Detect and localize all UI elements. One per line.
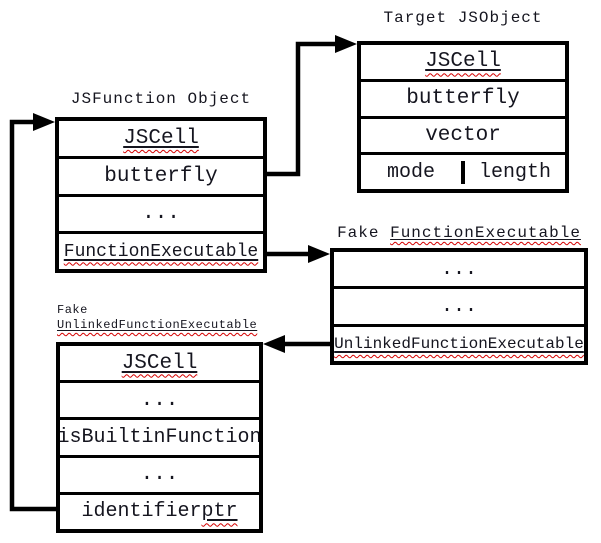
jscell-link: JSCell: [123, 126, 199, 150]
jscell-link: JSCell: [121, 351, 198, 375]
ptr-link: ptr: [201, 500, 238, 524]
jsfunction-row-ellipsis: ...: [59, 193, 263, 232]
fake-ufe-row-is-builtin-function: isBuiltinFunction: [60, 417, 259, 454]
target-cell-length: length: [461, 160, 565, 184]
target-jsobject-title: Target JSObject: [383, 9, 543, 27]
jsfunction-row-function-executable: FunctionExecutable: [59, 231, 263, 269]
arrowhead-into-fake-functionexecutable: [308, 245, 330, 263]
jsfunction-object-box: JSCell butterfly ... FunctionExecutable: [55, 117, 267, 273]
function-executable-link: FunctionExecutable: [63, 241, 259, 262]
fake-ufe-row-jscell: JSCell: [60, 346, 259, 380]
fake-unlinked-title-line2: UnlinkedFunctionExecutable: [57, 318, 263, 333]
target-row-vector: vector: [361, 115, 565, 153]
fake-unlinked-title-squiggle: UnlinkedFunctionExecutable: [57, 318, 257, 332]
fake-fe-row-ellipsis-2: ...: [334, 286, 584, 323]
fake-function-executable-title-link: FunctionExecutable: [390, 224, 581, 242]
fake-ufe-row-ellipsis-1: ...: [60, 380, 259, 417]
arrow-line-identifier-ptr-to-jsfunction: [9, 119, 60, 512]
fake-unlinked-title-link: UnlinkedFunctionExecutable: [57, 318, 258, 332]
arrowhead-into-fake-unlinked: [263, 335, 285, 353]
target-row-mode-length: mode length: [361, 152, 565, 189]
jscell-squiggle: JSCell: [122, 352, 198, 375]
jscell-squiggle: JSCell: [425, 50, 501, 73]
fake-function-executable-title-squiggle: FunctionExecutable: [390, 224, 581, 242]
arrowhead-into-jsfunction: [33, 113, 55, 131]
identifier-label: identifier: [81, 500, 202, 524]
fake-function-executable-title-prefix: Fake: [337, 224, 391, 242]
fake-function-executable-title: Fake FunctionExecutable: [330, 224, 588, 242]
arrowhead-into-target-jsobject: [335, 35, 357, 53]
jscell-link: JSCell: [425, 50, 501, 74]
fake-ufe-row-identifier-ptr: identifier ptr: [60, 491, 259, 529]
arrow-line-butterfly-to-target-jsobject: [263, 41, 337, 177]
fake-unlinked-function-executable-box: JSCell ... isBuiltinFunction ... identif…: [56, 342, 263, 533]
fake-function-executable-box: ... ... UnlinkedFunctionExecutable: [330, 248, 588, 365]
fake-unlinked-function-executable-title: Fake UnlinkedFunctionExecutable: [57, 303, 263, 333]
fake-fe-row-ellipsis-1: ...: [440, 257, 477, 281]
target-jsobject-box: JSCell butterfly vector mode length: [357, 41, 569, 193]
function-executable-squiggle: FunctionExecutable: [64, 242, 258, 262]
jsfunction-row-butterfly: butterfly: [59, 155, 263, 194]
target-row-butterfly: butterfly: [361, 78, 565, 116]
target-cell-mode: mode: [386, 160, 435, 184]
jsfunction-object-title: JSFunction Object: [70, 90, 252, 108]
unlinked-function-executable-squiggle: UnlinkedFunctionExecutable: [334, 335, 584, 353]
ptr-squiggle: ptr: [202, 500, 238, 523]
fake-unlinked-title-line1: Fake: [57, 303, 88, 317]
fake-fe-row-unlinked-function-executable: UnlinkedFunctionExecutable: [334, 323, 584, 361]
jscell-squiggle: JSCell: [123, 127, 199, 150]
jsfunction-row-jscell: JSCell: [59, 121, 263, 156]
unlinked-function-executable-link: UnlinkedFunctionExecutable: [334, 334, 584, 353]
target-row-jscell: JSCell: [361, 45, 565, 79]
fake-ufe-row-ellipsis-2: ...: [60, 454, 259, 492]
